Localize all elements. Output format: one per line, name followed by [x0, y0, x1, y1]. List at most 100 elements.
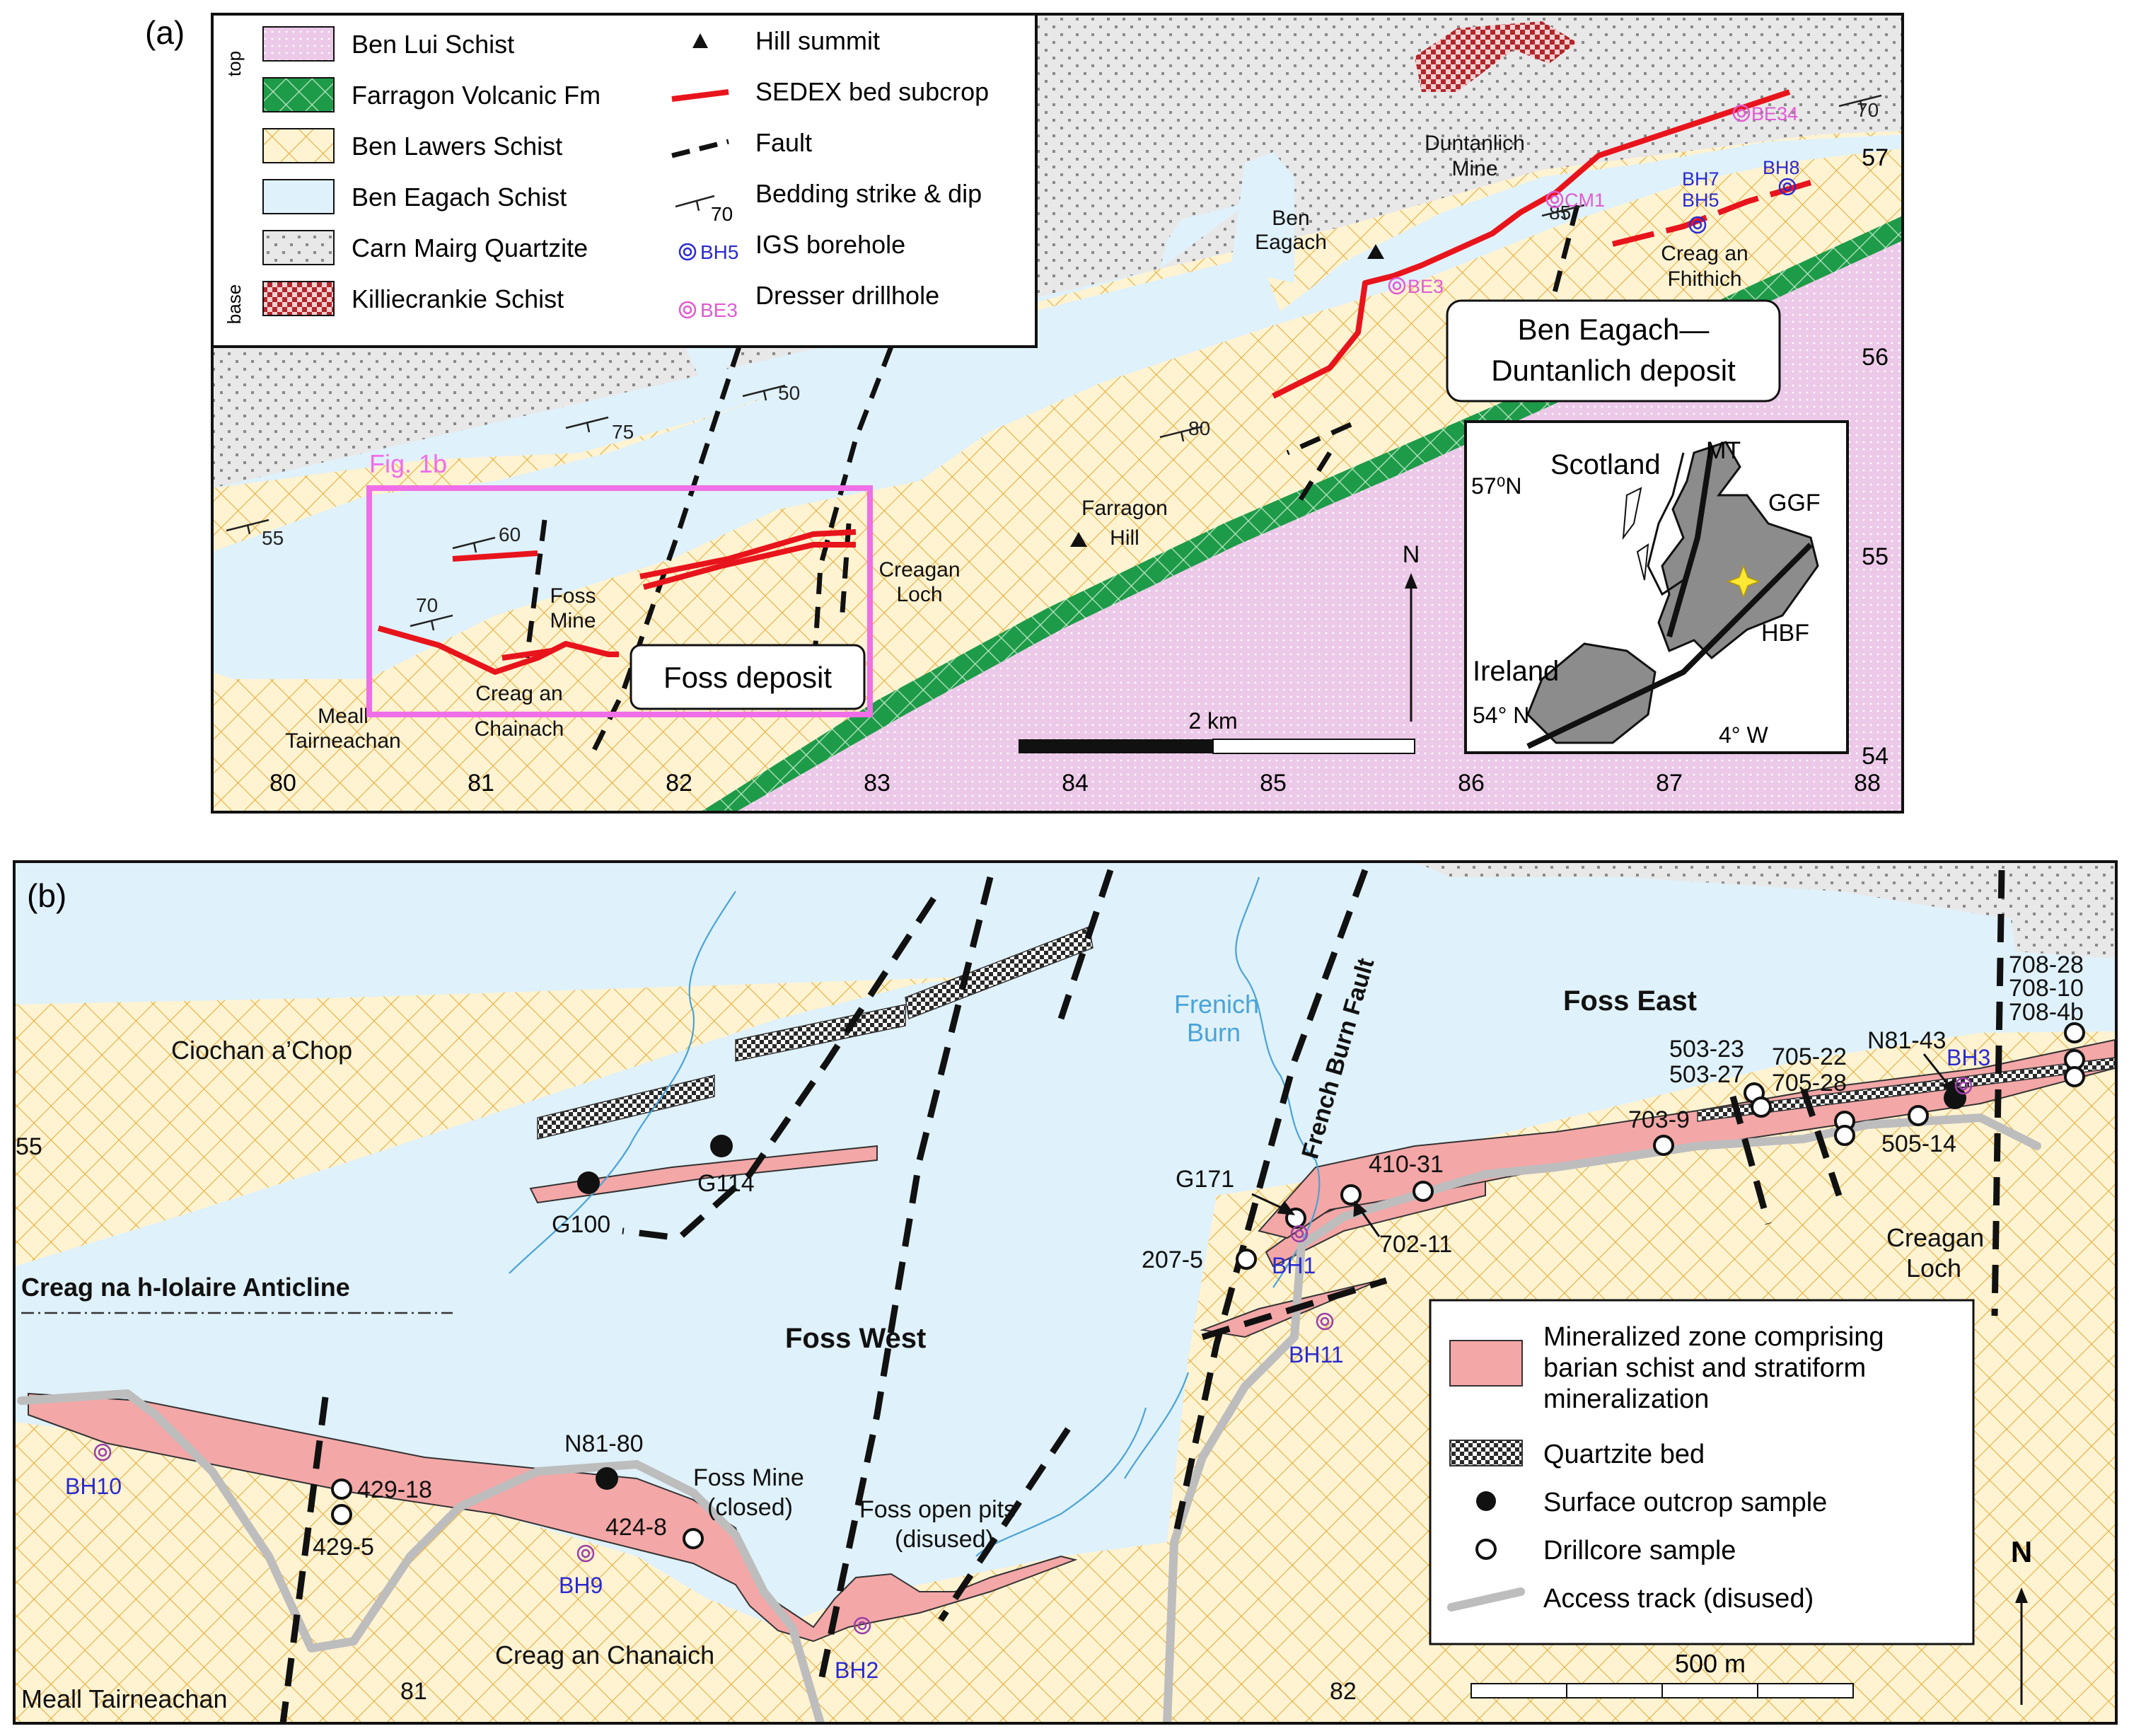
- panel-a-frame: [211, 13, 1904, 814]
- x-tick-label: 87: [1656, 770, 1683, 797]
- panel-b-tag: (b): [27, 877, 66, 914]
- y-tick-label: 57: [1862, 144, 1889, 171]
- boreholes-b: [93, 1077, 1973, 1635]
- surface-sample-marker: [596, 1467, 618, 1490]
- borehole-icon: [1688, 216, 1707, 234]
- drillcore-label: 410-31: [1369, 1151, 1444, 1178]
- drillcore-label: 503-27: [1669, 1061, 1744, 1088]
- hole-label: BH7: [1682, 168, 1719, 190]
- location-inset: Scotland Ireland 57⁰N 54° N 4° W MT GGF …: [1464, 420, 1849, 754]
- x-tick-label: 88: [1854, 770, 1881, 797]
- legend-label: Drillcore sample: [1543, 1536, 1736, 1566]
- quartzite-beds: [537, 925, 2116, 1140]
- drillcore-label: 424-8: [605, 1514, 667, 1541]
- place-label: Meall: [318, 705, 369, 728]
- borehole-icon: [853, 1616, 871, 1635]
- borehole-icon: [576, 1544, 595, 1563]
- legend-unit-label: Carn Mairg Quartzite: [352, 233, 588, 262]
- borehole-icon: [1316, 1312, 1334, 1331]
- place-label: Eagach: [1255, 231, 1327, 254]
- dip-value: 80: [1188, 417, 1210, 439]
- fault-lines-b: [279, 869, 2005, 1723]
- legend-symbol-label: Hill summit: [755, 26, 880, 55]
- fig-1b-box: [366, 485, 873, 717]
- borehole-label: BH9: [559, 1573, 603, 1598]
- place-label: Foss: [550, 584, 596, 608]
- panel-b: Ciochan a’Chop Creag na h-Iolaire Anticl…: [13, 860, 2118, 1725]
- hole-label: BE34: [1751, 103, 1798, 125]
- north-arrow-b: N: [2011, 1535, 2032, 1705]
- legend-label: Access track (disused): [1543, 1584, 1814, 1614]
- grid-label: 55: [16, 1133, 42, 1160]
- stack-base-label: base: [224, 284, 245, 324]
- hole-label: BH5: [1682, 190, 1719, 211]
- fig-1b-label: Fig. 1b: [369, 449, 447, 478]
- legend-swatch-ben-lawers: [262, 128, 335, 163]
- place-label: Ben: [1272, 207, 1309, 230]
- triangle-icon: [692, 33, 708, 48]
- borehole-icon: [1290, 1225, 1309, 1243]
- drillcore-label: 207-5: [1142, 1246, 1203, 1273]
- place-label: Hill: [1110, 526, 1139, 550]
- inset-lon4: 4° W: [1719, 722, 1768, 748]
- strike-dip-icon: [675, 195, 715, 212]
- star-icon: [1726, 564, 1761, 599]
- borehole-label: BH2: [835, 1657, 878, 1683]
- y-tick-label: 55: [1862, 543, 1889, 570]
- drillhole-icon: [678, 301, 697, 319]
- legend-unit-label: Ben Lui Schist: [352, 30, 514, 59]
- drillcore-label: 705-22: [1772, 1043, 1847, 1070]
- place-label: Duntanlich: [1425, 132, 1525, 155]
- place-label: Farragon: [1081, 497, 1168, 520]
- fault-lines: [524, 204, 1580, 751]
- drillcore-label: 705-28: [1772, 1070, 1847, 1096]
- drillcore-marker: [1340, 1184, 1362, 1205]
- scale-label: 500 m: [1675, 1649, 1746, 1678]
- strike-dip-sample: 70: [711, 203, 733, 225]
- y-tick-label: 56: [1862, 344, 1889, 371]
- mineralized-swatch: [1449, 1340, 1523, 1387]
- legend-symbol-label: Dresser drillhole: [755, 281, 939, 310]
- surface-sample-marker: [577, 1171, 600, 1194]
- legend-unit-label: Ben Eagach Schist: [352, 183, 567, 212]
- borehole-label: BH11: [1289, 1342, 1344, 1367]
- inset-ggf: GGF: [1768, 490, 1821, 516]
- foss-east-label: Foss East: [1563, 985, 1697, 1017]
- red-line-icon: [671, 89, 729, 102]
- inset-ireland: Ireland: [1473, 656, 1559, 687]
- pits-label: (disused): [895, 1526, 994, 1553]
- legend-swatch-carn-mairg: [262, 230, 335, 265]
- drillcore-label: 429-18: [357, 1476, 432, 1503]
- legend-symbol-label: Bedding strike & dip: [755, 179, 982, 208]
- drillhole-icon: [1732, 104, 1751, 122]
- north-label: N: [2011, 1535, 2032, 1568]
- mine-label: Foss Mine: [693, 1464, 804, 1491]
- scale-bar-a: 2 km: [1019, 708, 1415, 754]
- legend-label: Surface outcrop sample: [1543, 1488, 1827, 1517]
- region-label: Ciochan a’Chop: [171, 1036, 352, 1065]
- scale-label: 2 km: [1188, 708, 1237, 734]
- drillcore-label: 505-14: [1881, 1130, 1956, 1157]
- legend-swatch-ben-lui: [262, 26, 335, 62]
- ben-eagach-deposit-callout: Ben Eagach— Duntanlich deposit: [1446, 299, 1781, 403]
- place-label: Creag an: [1661, 242, 1748, 265]
- grid-label: 81: [400, 1678, 427, 1705]
- sample-label: G100: [552, 1211, 610, 1238]
- sedex-beds: [377, 89, 1812, 675]
- dip-value: 55: [262, 527, 284, 549]
- place-names-a: Meall Tairneachan Creag an Chainach Foss…: [285, 132, 1748, 753]
- leader-arrows: [1251, 1053, 1956, 1237]
- foss-west-label: Foss West: [785, 1323, 926, 1354]
- drillcore-samples: [331, 1022, 2085, 1549]
- drillhole-sample: BE3: [700, 299, 738, 321]
- foss-deposit-label: Foss deposit: [663, 661, 832, 694]
- sample-label: G171: [1176, 1166, 1234, 1193]
- streams: [509, 876, 1321, 1557]
- legend-label: mineralization: [1543, 1384, 1709, 1414]
- drillcore-marker: [2064, 1022, 2085, 1043]
- borehole-label: BH3: [1947, 1045, 1990, 1070]
- dip-value: 70: [416, 594, 438, 616]
- drillcore-label: 708-10: [2009, 975, 2084, 1002]
- place-label: Mine: [1451, 157, 1497, 180]
